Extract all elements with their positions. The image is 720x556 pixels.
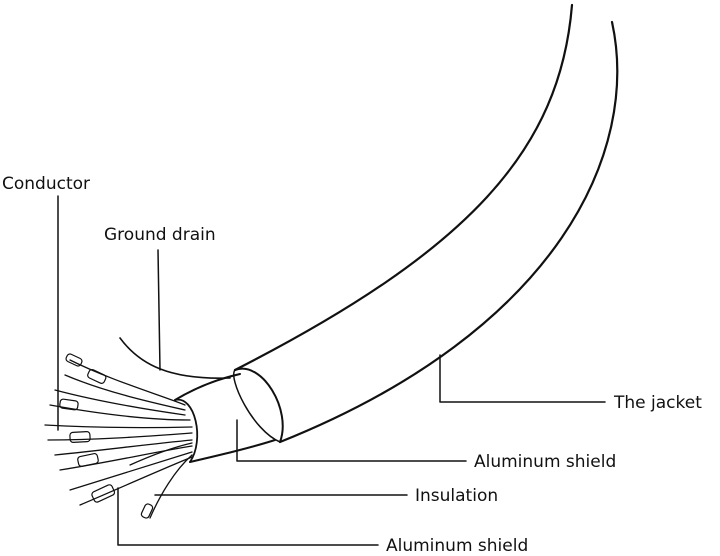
leader-ground-drain xyxy=(157,249,161,371)
label-aluminum-shield-outer: Aluminum shield xyxy=(474,452,617,472)
jacket-end xyxy=(234,367,284,443)
label-conductor: Conductor xyxy=(2,174,91,194)
label-ground-drain: Ground drain xyxy=(104,225,216,245)
aluminum-shield xyxy=(174,373,241,401)
conductor-bundle xyxy=(44,353,193,519)
label-the-jacket: The jacket xyxy=(614,393,702,413)
aluminum-shield-bottom xyxy=(189,439,276,463)
leader-aluminum-shield-outer xyxy=(236,419,467,462)
ground-drain-wire xyxy=(119,337,231,379)
cable-jacket-edge xyxy=(278,20,619,444)
label-aluminum-shield-inner: Aluminum shield xyxy=(386,536,529,556)
jacket-end-back xyxy=(233,369,281,443)
leader-aluminum-shield-inner xyxy=(117,487,379,546)
label-insulation: Insulation xyxy=(415,486,499,506)
aluminum-shield-end xyxy=(174,399,199,463)
cable-jacket xyxy=(233,3,574,372)
leader-jacket xyxy=(439,354,606,403)
